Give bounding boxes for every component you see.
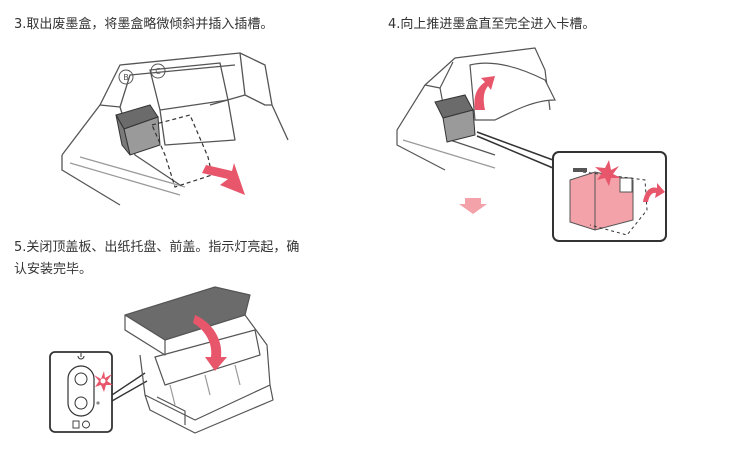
ink-cartridge — [434, 94, 476, 143]
click-burst-icon — [595, 160, 621, 186]
resume-icon — [82, 420, 90, 429]
down-arrow-icon — [459, 198, 487, 214]
ink-cartridge — [115, 104, 161, 156]
push-up-arrow-icon — [474, 76, 495, 110]
slot-label-c: C — [155, 67, 161, 76]
close-cover-arrow-icon — [193, 315, 227, 371]
step-5-caption-line-1: 5.关闭顶盖板、出纸托盘、前盖。指示灯亮起，确 — [14, 240, 300, 255]
control-panel — [49, 351, 113, 433]
insert-arrow-icon — [202, 163, 245, 195]
cartridge-detail — [569, 171, 648, 236]
insertion-guide — [151, 114, 213, 188]
slot-label-b: B — [123, 73, 129, 82]
indicator-light-icon — [94, 371, 113, 392]
rotate-arrow-icon — [643, 183, 665, 202]
step-3-caption: 3.取出废墨盒，将墨盒略微倾斜并插入插槽。 — [14, 17, 274, 32]
step-4-illustration — [395, 40, 670, 245]
step-5-caption-line-2: 认安装完毕。 — [14, 262, 93, 277]
step-4-caption: 4.向上推进墨盒直至完全进入卡槽。 — [388, 17, 596, 32]
printer-illustration — [124, 286, 274, 434]
power-icon — [77, 353, 85, 360]
ink-icon — [72, 420, 80, 429]
step-5-illustration — [45, 285, 285, 435]
step-3-illustration: B C — [60, 45, 290, 215]
